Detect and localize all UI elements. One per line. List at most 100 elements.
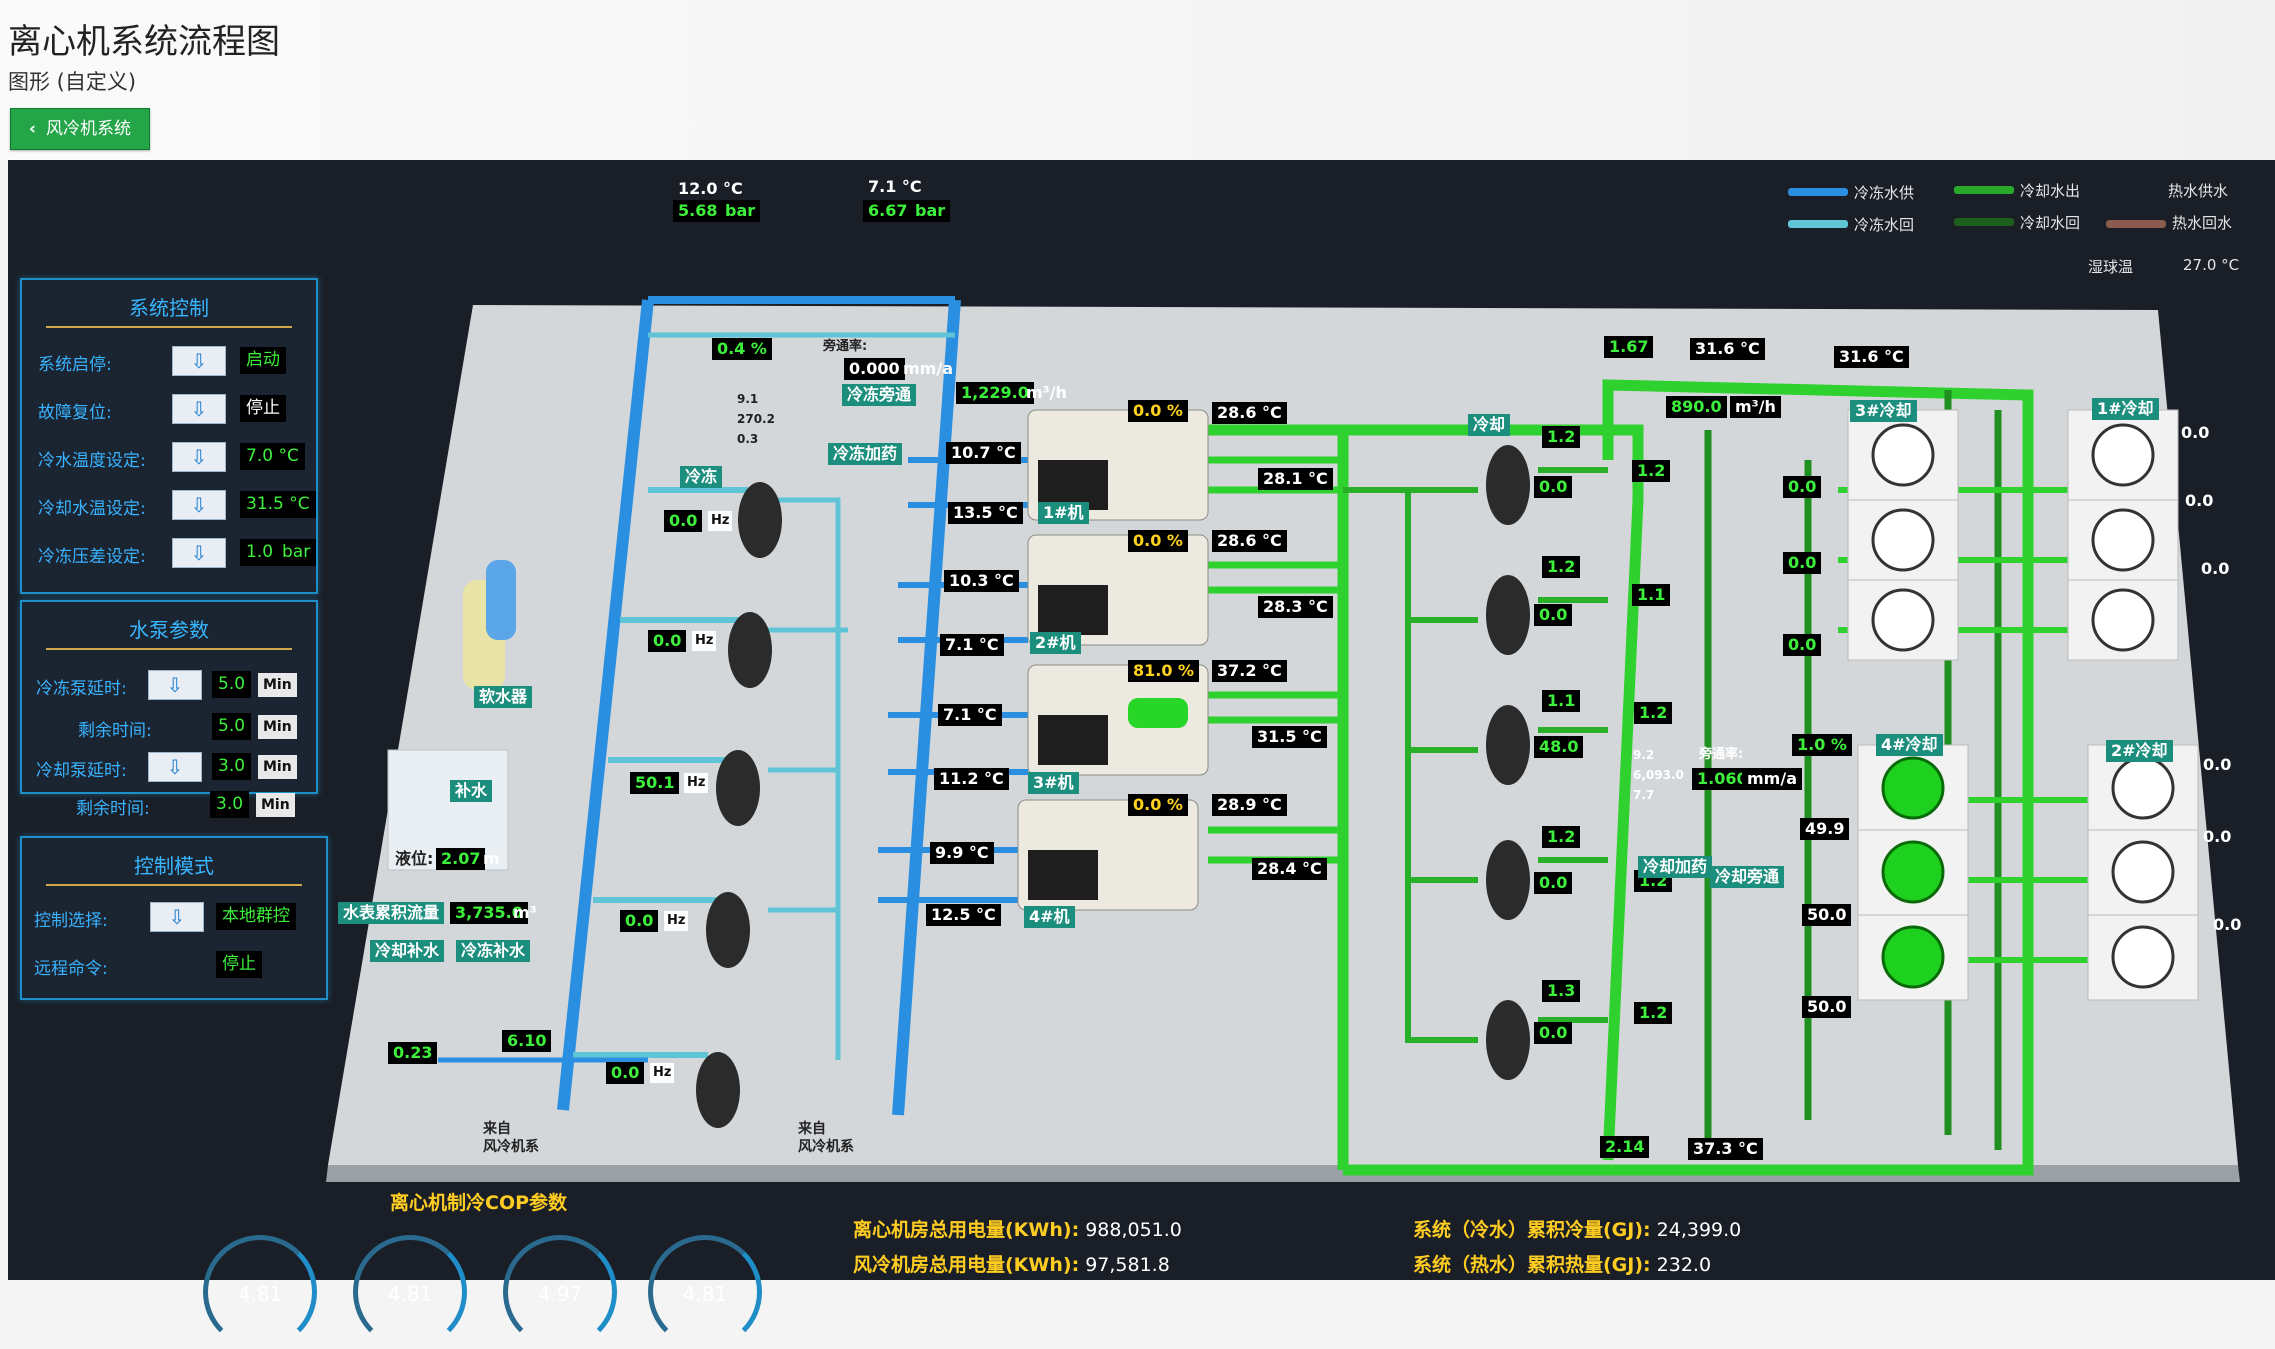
chw-pump-icons — [696, 482, 782, 1128]
legend-cw-return-swatch — [1954, 218, 2014, 226]
row-value: 7.0 °C — [240, 443, 305, 470]
cw-dosing-label[interactable]: 冷却加药 — [1638, 856, 1713, 878]
row-value: 3.0 — [210, 791, 250, 818]
control-mode-title: 控制模式 — [134, 854, 214, 878]
row-fault-reset: 故障复位: ⇩ 停止 — [22, 392, 316, 428]
row-unit: Min — [258, 715, 297, 739]
tower-3-hz: 0.0 — [1783, 552, 1822, 574]
cop-gauge: 4.81 — [203, 1235, 317, 1349]
system-control-title: 系统控制 — [129, 296, 209, 320]
arrow-down-icon[interactable]: ⇩ — [148, 670, 202, 700]
row-chw-temp-set: 冷水温度设定: ⇩ 7.0 °C — [22, 440, 316, 476]
cw-makeup-press: 0.23 — [388, 1042, 438, 1064]
row-label: 系统启停: — [38, 355, 112, 375]
chiller-2-load: 0.0 % — [1128, 530, 1188, 552]
chiller-3-cond-out: 31.5 °C — [1252, 726, 1327, 748]
back-button[interactable]: ‹风冷机系统 — [10, 108, 150, 150]
softener-label: 软水器 — [474, 686, 533, 708]
tower-4-label[interactable]: 4#冷却 — [1876, 734, 1943, 756]
chiller-3-label[interactable]: 3#机 — [1028, 772, 1079, 794]
summary-label: 系统（冷水）累积冷量(GJ): — [1413, 1219, 1651, 1241]
chevron-left-icon: ‹ — [28, 119, 36, 139]
arrow-down-icon[interactable]: ⇩ — [150, 902, 204, 932]
cw-pump-discharge — [1538, 467, 1608, 1023]
chw-pump-branches — [573, 487, 748, 1058]
arrow-down-icon[interactable]: ⇩ — [172, 346, 226, 376]
cw-pump-label: 冷却 — [1468, 414, 1511, 436]
chw-pump-hz: 0.0 — [664, 510, 703, 532]
chiller-3-evap-out: 7.1 °C — [938, 704, 1002, 726]
cw-dosing-reading: 9.2 — [1633, 748, 1655, 762]
cw-pump-suction — [1343, 487, 1478, 1043]
cw-header-temp-2: 31.6 °C — [1834, 346, 1909, 368]
cw-flow-unit: m³/h — [1730, 396, 1781, 418]
chiller-1-label[interactable]: 1#机 — [1038, 502, 1089, 524]
cw-pump-3-hz: 48.0 — [1534, 736, 1584, 758]
cw-pump-3-in: 1.1 — [1542, 690, 1581, 712]
chiller-4-label[interactable]: 4#机 — [1024, 906, 1075, 928]
legend-hw-supply: 热水供水 — [2168, 182, 2229, 200]
chw-pump-hz: 0.0 — [620, 910, 659, 932]
pipe-legend: 冷冻水供 冷冻水回 冷却水出 冷却水回 热水供水 热水回水 — [1778, 182, 2258, 242]
chiller-4-cond-in: 28.9 °C — [1212, 794, 1287, 816]
chw-dosing-label[interactable]: 冷冻加药 — [828, 443, 903, 465]
tower-3-label[interactable]: 3#冷却 — [1850, 400, 1917, 422]
summary-value: 97,581.8 — [1085, 1254, 1170, 1276]
chw-supply-riser — [557, 299, 654, 1111]
unit-hz: Hz — [708, 511, 733, 531]
arrow-down-icon[interactable]: ⇩ — [172, 490, 226, 520]
gauge-value: 4.97 — [537, 1282, 583, 1306]
chiller-1-cond-in: 28.6 °C — [1212, 402, 1287, 424]
unit-hz: Hz — [692, 631, 717, 651]
chw-flow-unit: m³/h — [1026, 383, 1067, 402]
row-value: 5.0 — [212, 671, 252, 698]
cop-title: 离心机制冷COP参数 — [390, 1192, 568, 1214]
row-value: 3.0 — [212, 753, 252, 780]
cw-pump-2-hz: 0.0 — [1534, 604, 1573, 626]
cw-bottom-press: 2.14 — [1600, 1136, 1650, 1158]
row-label: 剩余时间: — [78, 721, 152, 741]
cw-bypass-valve-label[interactable]: 冷却旁通 — [1710, 866, 1785, 888]
cw-header-press: 1.67 — [1604, 336, 1654, 358]
chw-supply-riser-right — [892, 299, 961, 1116]
chw-bypass-valve-label[interactable]: 冷冻旁通 — [842, 384, 917, 406]
row-remote-command: 远程命令: 停止 — [22, 948, 326, 984]
tower-risers — [1704, 390, 2002, 1150]
cooling-tower-cells — [1847, 409, 2199, 1001]
wetbulb-value: 27.0 °C — [2183, 256, 2240, 274]
tower-2-hz: 0.0 — [2203, 827, 2232, 846]
chiller-2-label[interactable]: 2#机 — [1030, 632, 1081, 654]
fcu-energy-summary: 风冷机房总用电量(KWh):97,581.8 — [853, 1250, 1170, 1277]
tower-branches — [1838, 487, 2128, 963]
page-subtitle: 图形 (自定义) — [8, 70, 137, 94]
arrow-down-icon[interactable]: ⇩ — [172, 442, 226, 472]
tower-1-label[interactable]: 1#冷却 — [2092, 398, 2159, 420]
chw-dosing-reading: 270.2 — [737, 412, 775, 426]
row-value: 本地群控 — [216, 903, 296, 930]
cw-pump-icons — [1486, 445, 1530, 1080]
softener-tank-b — [486, 560, 516, 640]
control-mode-panel: 控制模式 控制选择: ⇩ 本地群控 远程命令: 停止 — [20, 836, 328, 1000]
summary-value: 232.0 — [1656, 1254, 1712, 1276]
legend-chw-supply: 冷冻水供 — [1854, 184, 1915, 202]
row-unit: Min — [258, 673, 297, 697]
row-label: 控制选择: — [34, 911, 108, 931]
makeup-level-label: 液位: — [395, 849, 434, 868]
row-unit: Min — [258, 755, 297, 779]
row-label: 冷冻泵延时: — [36, 679, 127, 699]
cw-pump-3-out: 1.2 — [1634, 702, 1673, 724]
tower-2-label[interactable]: 2#冷却 — [2106, 740, 2173, 762]
pump-params-panel: 水泵参数 冷冻泵延时: ⇩ 5.0 Min 剩余时间: 5.0 Min 冷却泵延… — [20, 600, 318, 794]
arrow-down-icon[interactable]: ⇩ — [172, 538, 226, 568]
row-label: 剩余时间: — [76, 799, 150, 819]
cw-bypass-rate: 1.060 — [1692, 768, 1753, 790]
arrow-down-icon[interactable]: ⇩ — [148, 752, 202, 782]
arrow-down-icon[interactable]: ⇩ — [172, 394, 226, 424]
chiller-3-evap-in: 11.2 °C — [934, 768, 1009, 790]
cw-pump-1-in: 1.2 — [1542, 426, 1581, 448]
scada-dashboard: 冷冻水供 冷冻水回 冷却水出 冷却水回 热水供水 热水回水 湿球温 27.0 °… — [8, 160, 2275, 1349]
chiller-4-evap-in: 12.5 °C — [926, 904, 1001, 926]
row-chw-dp-set: 冷冻压差设定: ⇩ 1.0 bar — [22, 536, 317, 572]
heating-energy-summary: 系统（热水）累积热量(GJ):232.0 — [1413, 1250, 1711, 1277]
chiller-4-load: 0.0 % — [1128, 794, 1188, 816]
